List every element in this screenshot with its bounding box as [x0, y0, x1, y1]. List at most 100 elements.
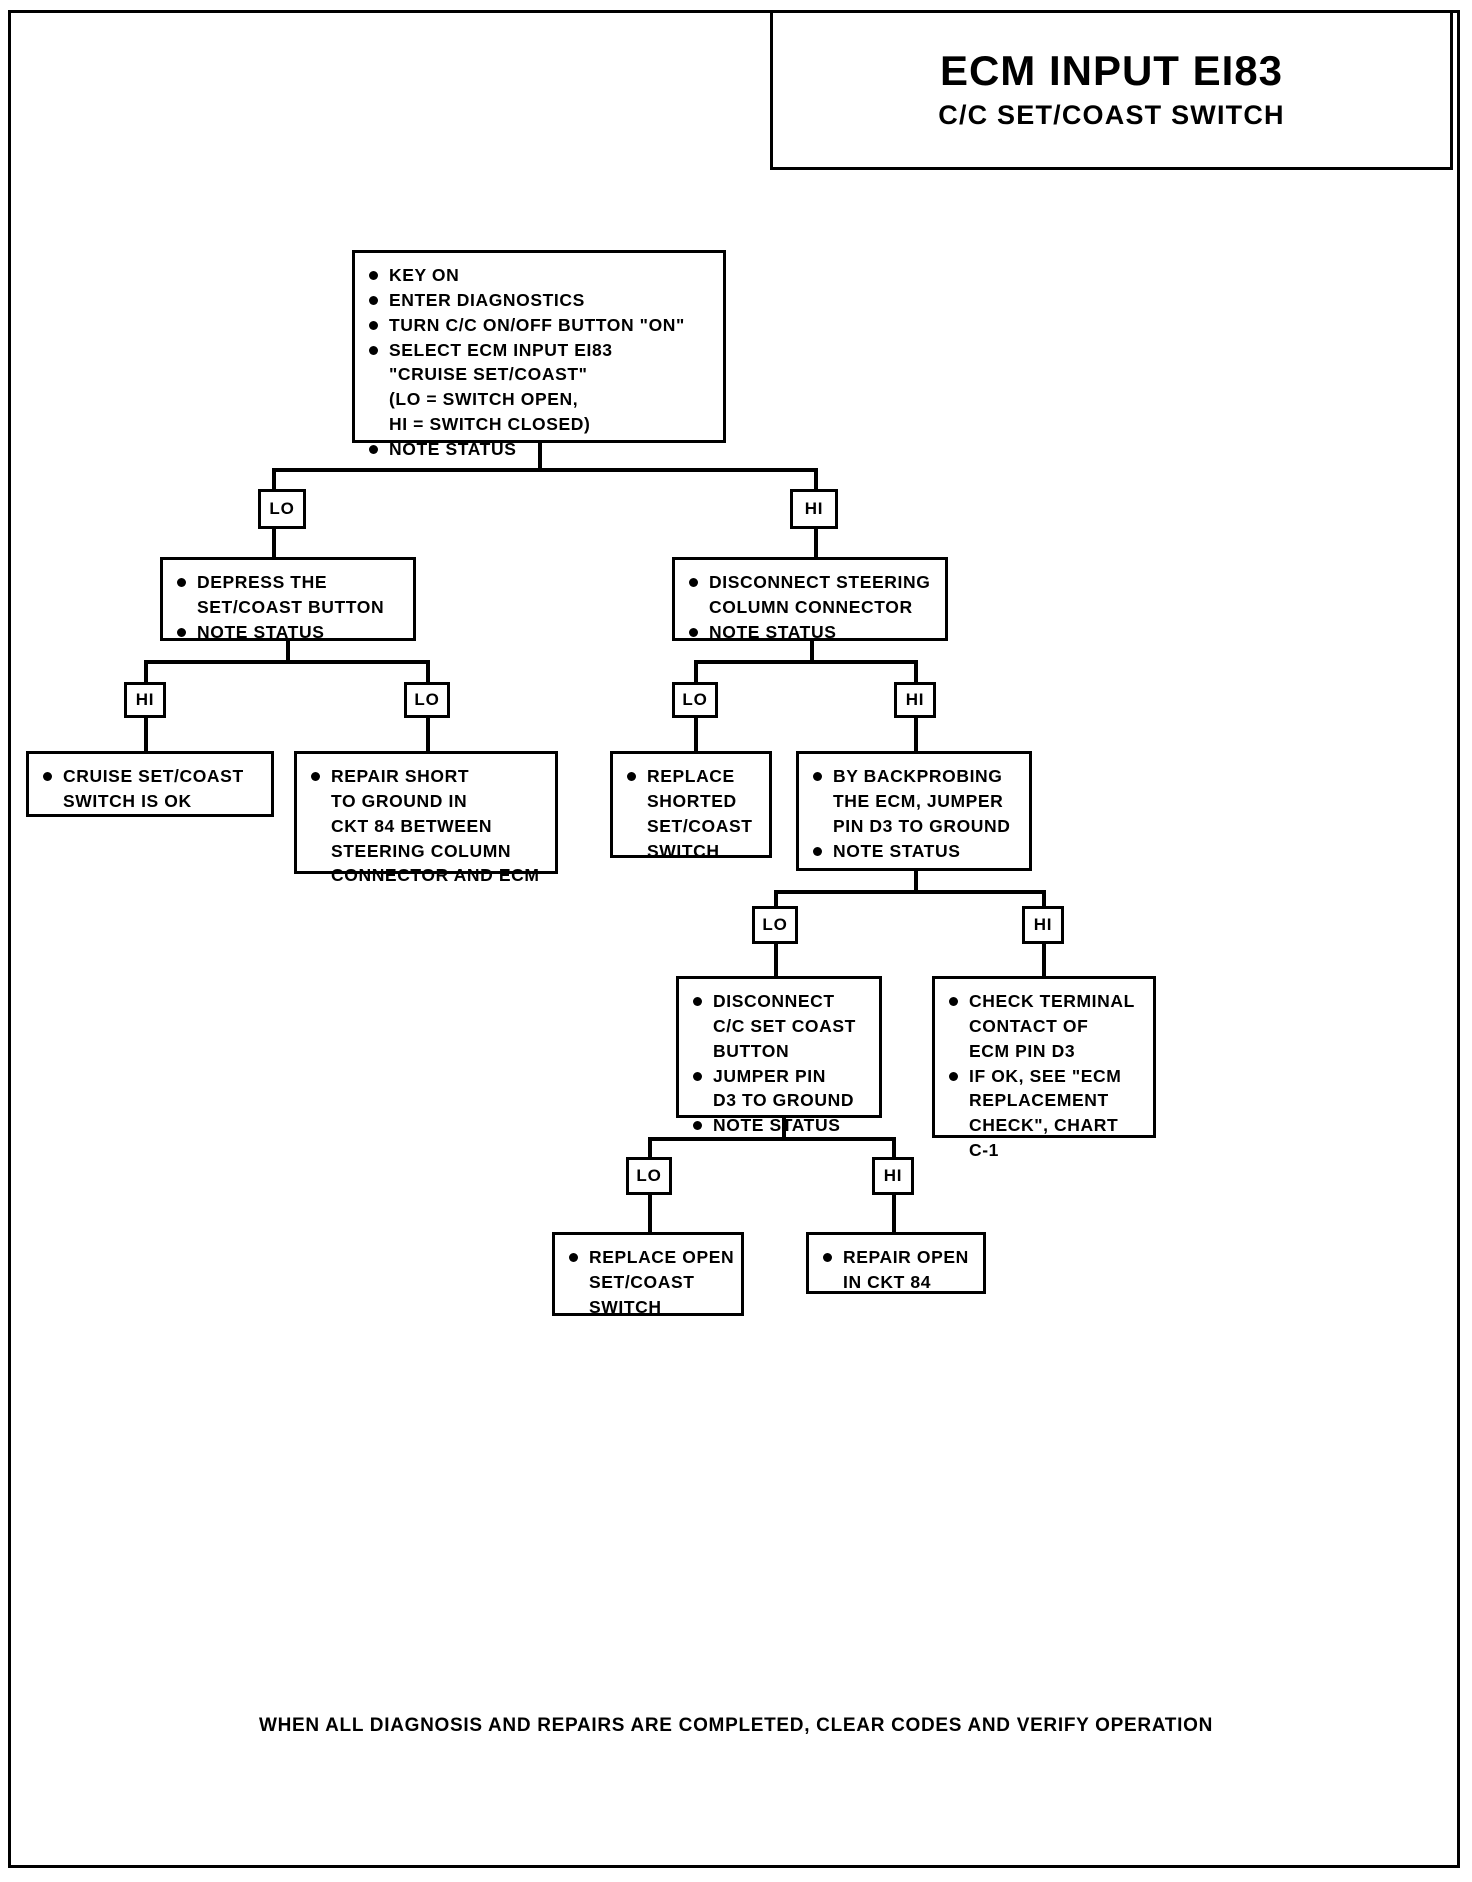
- node-line: REPAIR OPEN: [821, 1245, 973, 1270]
- node-line: SET/COAST BUTTON: [197, 596, 385, 617]
- connector: [774, 941, 778, 976]
- node-line: IF OK, SEE "ECM: [947, 1064, 1143, 1089]
- node-line: REPLACE: [625, 764, 759, 789]
- node-line: SWITCH IS OK: [63, 790, 192, 811]
- branch-label-lo: LO: [672, 682, 718, 718]
- node-line: NOTE STATUS: [687, 620, 935, 645]
- branch-label-lo: LO: [404, 682, 450, 718]
- connector: [914, 713, 918, 751]
- node-line: DEPRESS THE: [175, 570, 403, 595]
- connector: [892, 1192, 896, 1232]
- node-line: IN CKT 84: [843, 1271, 932, 1292]
- connector: [694, 660, 698, 684]
- connector: [286, 641, 290, 663]
- branch-label-hi: HI: [124, 682, 166, 718]
- connector: [1042, 890, 1046, 912]
- node-line: D3 TO GROUND: [713, 1090, 855, 1111]
- node-line: C-1: [969, 1140, 999, 1161]
- node-line: CRUISE SET/COAST: [41, 764, 261, 789]
- branch-label-hi: HI: [790, 489, 838, 529]
- node-line: NOTE STATUS: [175, 620, 403, 645]
- branch-label-hi: HI: [872, 1157, 914, 1195]
- node-line: CHECK TERMINAL: [947, 989, 1143, 1014]
- connector: [914, 871, 918, 893]
- node-line: BY BACKPROBING: [811, 764, 1019, 789]
- connector: [814, 527, 818, 557]
- branch-label-lo: LO: [626, 1157, 672, 1195]
- branch-label-lo: LO: [258, 489, 306, 529]
- node-line: CKT 84 BETWEEN: [331, 815, 493, 836]
- branch-label-hi: HI: [1022, 906, 1064, 944]
- node-line: KEY ON: [367, 263, 713, 288]
- connector: [694, 713, 698, 751]
- connector: [892, 1137, 896, 1161]
- node-line: NOTE STATUS: [811, 839, 1019, 864]
- node-line: REPLACEMENT: [969, 1090, 1109, 1111]
- node-line: CONNECTOR AND ECM: [331, 865, 540, 886]
- node-line: TURN C/C ON/OFF BUTTON "ON": [367, 313, 713, 338]
- connector: [426, 660, 430, 684]
- node-line: NOTE STATUS: [691, 1113, 869, 1138]
- connector: [782, 1118, 786, 1140]
- node-line: REPAIR SHORT: [309, 764, 545, 789]
- page-border: [8, 10, 1460, 1868]
- node-line: STEERING COLUMN: [331, 840, 512, 861]
- node-line: HI = SWITCH CLOSED): [389, 414, 591, 435]
- node-line: SELECT ECM INPUT EI83: [367, 338, 713, 363]
- connector: [144, 660, 148, 684]
- node-line: BUTTON: [713, 1040, 790, 1061]
- connector: [538, 443, 542, 471]
- node-line: THE ECM, JUMPER: [833, 790, 1004, 811]
- connector: [774, 890, 1046, 894]
- title-block: ECM INPUT EI83 C/C SET/COAST SWITCH: [770, 10, 1453, 170]
- connector: [1042, 941, 1046, 976]
- node-line: ECM PIN D3: [969, 1040, 1076, 1061]
- connector: [694, 660, 916, 664]
- node-line: REPLACE OPEN: [567, 1245, 734, 1270]
- node-line: (LO = SWITCH OPEN,: [389, 389, 579, 410]
- node-line: SWITCH: [647, 840, 720, 861]
- branch-label-hi: HI: [894, 682, 936, 718]
- connector: [272, 468, 276, 498]
- node-line: TO GROUND IN: [331, 790, 468, 811]
- node-line: DISCONNECT STEERING: [687, 570, 935, 595]
- connector: [914, 660, 918, 684]
- connector: [774, 890, 778, 912]
- node-line: SWITCH: [589, 1296, 662, 1317]
- connector: [814, 468, 818, 498]
- connector: [144, 660, 430, 664]
- page-subtitle: C/C SET/COAST SWITCH: [938, 99, 1285, 130]
- connector: [272, 468, 818, 472]
- node-line: "CRUISE SET/COAST": [389, 364, 588, 385]
- connector: [648, 1137, 896, 1141]
- node-line: CHECK", CHART: [969, 1115, 1119, 1136]
- branch-label-lo: LO: [752, 906, 798, 944]
- node-line: COLUMN CONNECTOR: [709, 596, 913, 617]
- connector: [810, 641, 814, 663]
- node-line: DISCONNECT: [691, 989, 869, 1014]
- node-line: SHORTED: [647, 790, 737, 811]
- connector: [648, 1192, 652, 1232]
- node-line: NOTE STATUS: [367, 437, 713, 462]
